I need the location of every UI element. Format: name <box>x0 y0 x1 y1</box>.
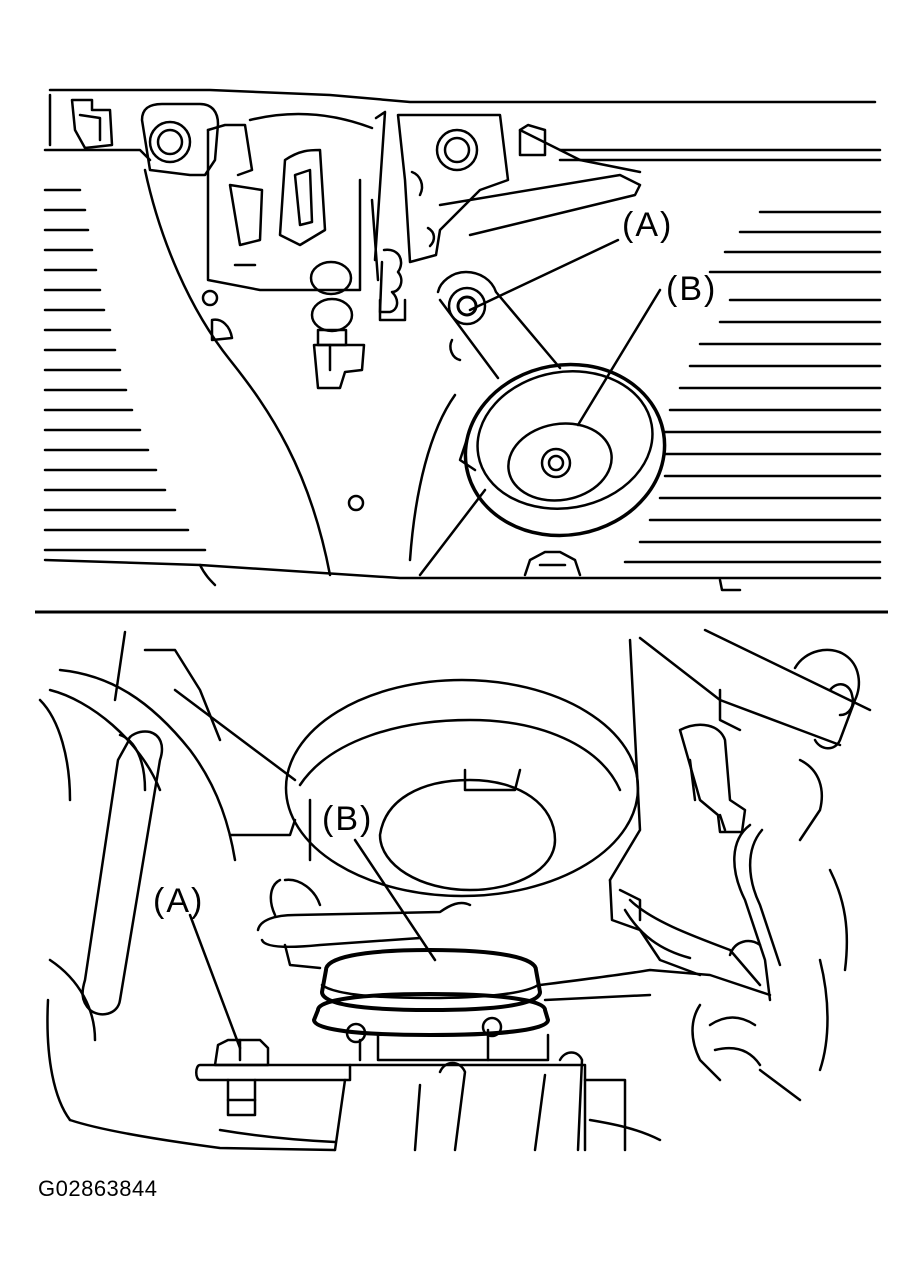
figure-id: G02863844 <box>38 1176 158 1201</box>
lower-mount <box>68 1051 662 1152</box>
bolt-stay <box>195 1038 352 1117</box>
horn-top <box>408 362 667 577</box>
left-radiator-hatch <box>43 188 207 552</box>
center-lever <box>370 110 407 322</box>
right-side-parts <box>691 648 861 1102</box>
horn-bottom <box>284 678 640 898</box>
connectors <box>309 260 366 390</box>
right-bracket <box>396 113 642 264</box>
wiring-harness <box>256 723 782 1002</box>
right-radiator-hatch <box>623 210 882 564</box>
top-callout-b: (B) <box>666 270 717 308</box>
left-hoses <box>38 698 164 1122</box>
top-callout-leaders <box>468 238 662 427</box>
support-member <box>140 102 374 577</box>
horn-bracket <box>436 270 562 380</box>
top-callout-a: (A) <box>622 206 673 244</box>
top-view-bottom <box>43 550 882 592</box>
bottom-callout-b: (B) <box>322 800 373 838</box>
bottom-callout-leaders <box>188 838 437 1050</box>
bottom-callout-a: (A) <box>153 882 204 920</box>
body-panels <box>48 628 872 882</box>
bottom-view <box>38 628 872 1152</box>
horn-body <box>312 948 550 1062</box>
top-view <box>43 88 882 592</box>
left-bracket <box>70 98 114 150</box>
